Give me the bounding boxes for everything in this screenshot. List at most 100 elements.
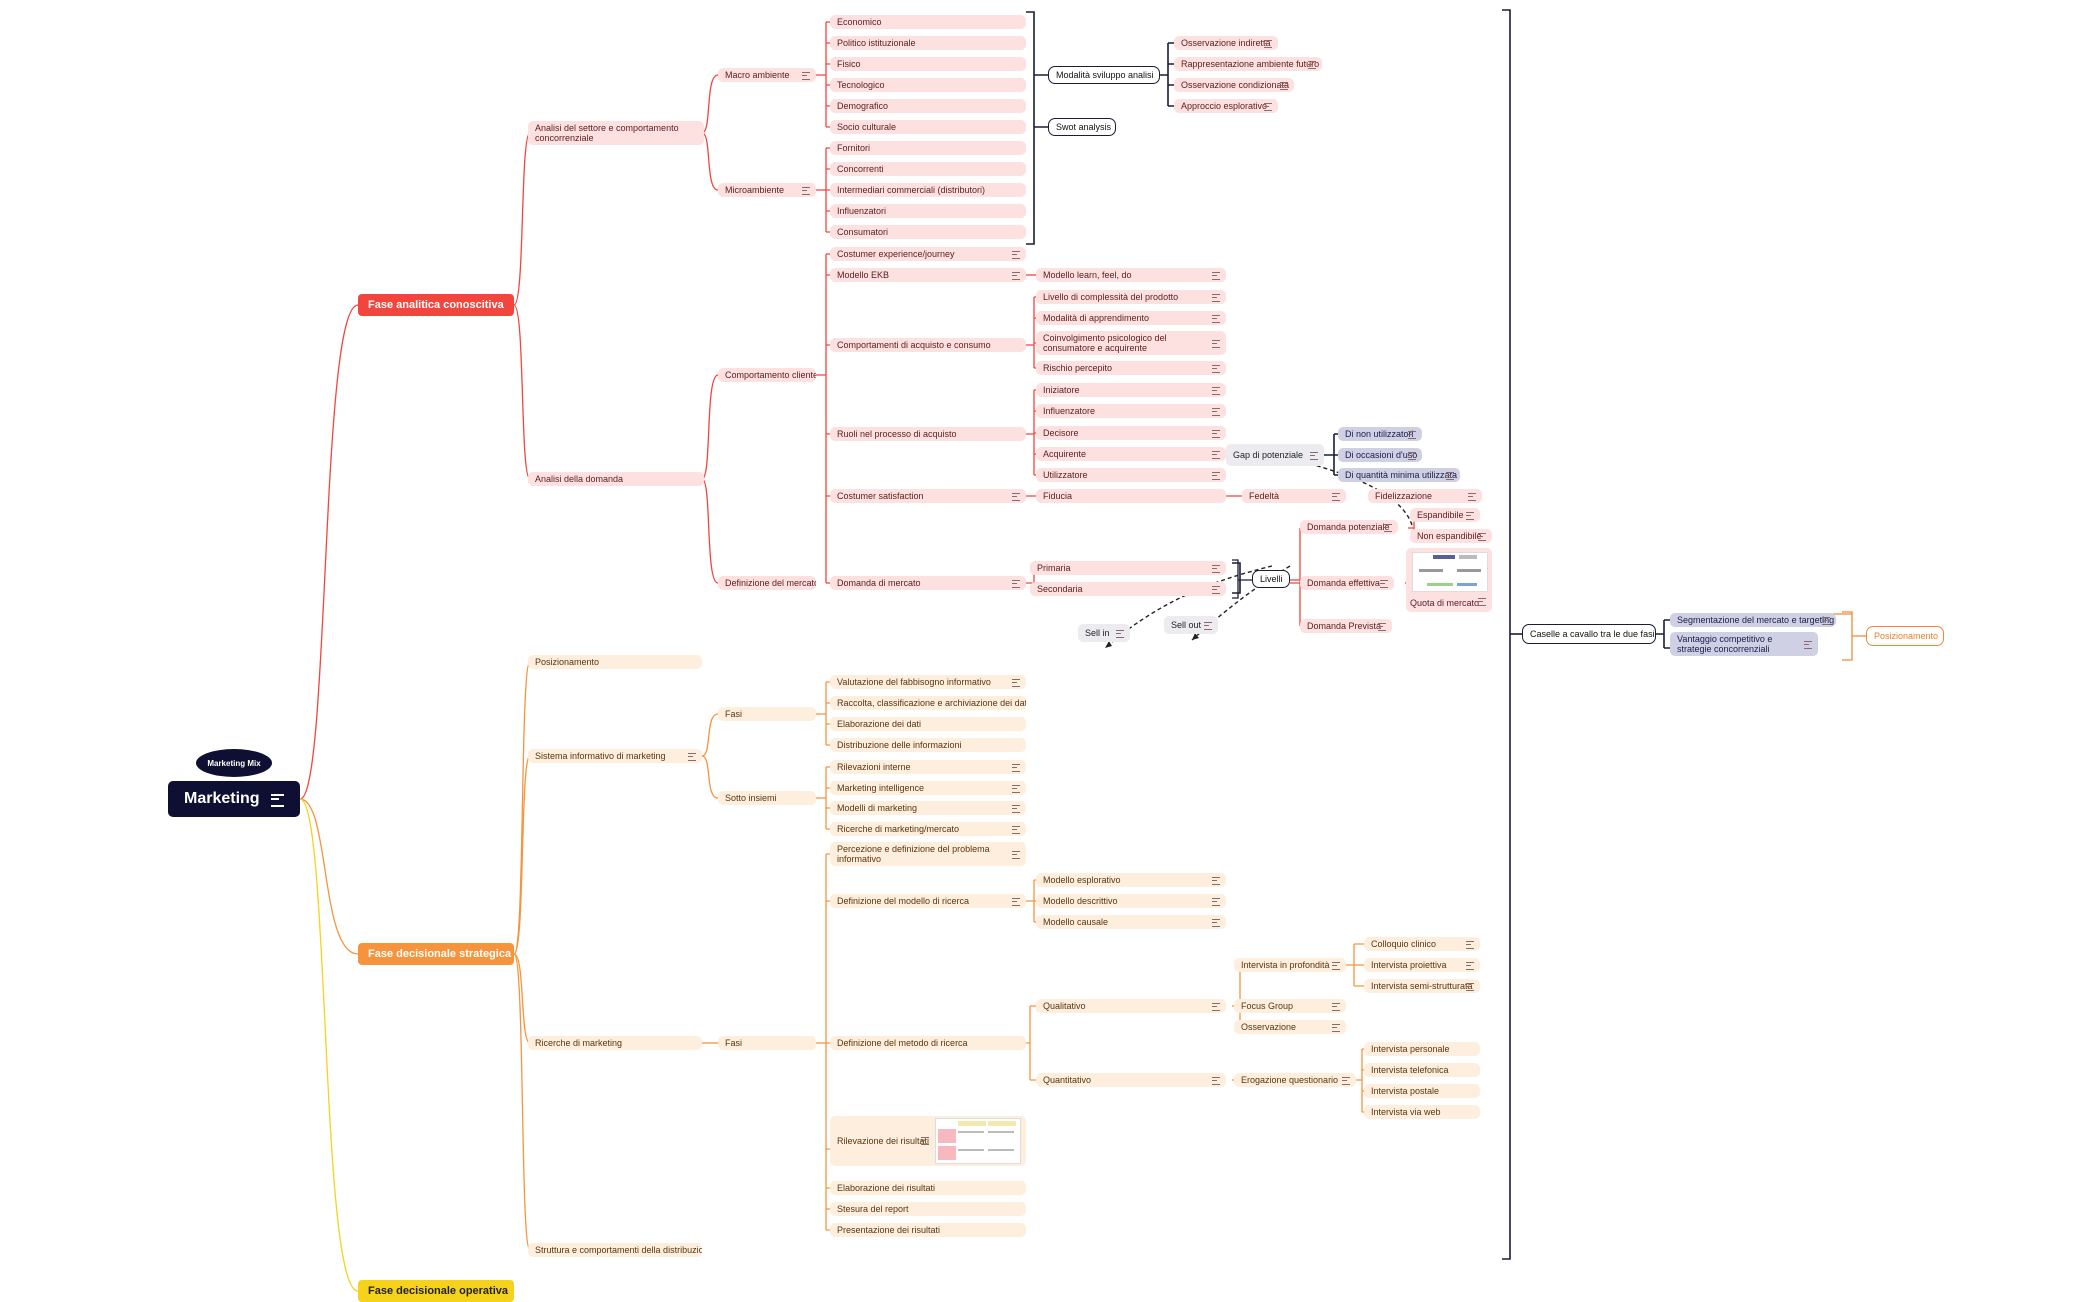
ruoli-item[interactable]: Utilizzatore [1036, 468, 1226, 482]
node-rilevazione-risultati[interactable]: Rilevazione dei risultati [830, 1116, 1026, 1166]
node-sistema-informativo[interactable]: Sistema informativo di marketing [528, 749, 702, 763]
profondita-item[interactable]: Intervista semi-strutturata [1364, 979, 1480, 993]
node-domanda-potenziale[interactable]: Domanda potenziale [1300, 520, 1398, 534]
ruoli-item[interactable]: Acquirente [1036, 447, 1226, 461]
node-analisi-domanda[interactable]: Analisi della domanda [528, 472, 704, 486]
node-domanda-effettiva[interactable]: Domanda effettiva [1300, 576, 1394, 590]
modalita-item[interactable]: Osservazione condizionata [1174, 78, 1294, 92]
node-ricerche-marketing[interactable]: Ricerche di marketing [528, 1036, 702, 1050]
micro-item[interactable]: Concorrenti [830, 162, 1026, 176]
node-fedelta[interactable]: Fedeltà [1242, 489, 1346, 503]
node-microambiente[interactable]: Microambiente [718, 183, 816, 197]
macro-item[interactable]: Economico [830, 15, 1026, 29]
modello-item[interactable]: Modello esplorativo [1036, 873, 1226, 887]
node-fiducia[interactable]: Fiducia [1036, 489, 1226, 503]
node-analisi-settore[interactable]: Analisi del settore e comportamento conc… [528, 121, 704, 145]
node-intervista-profondita[interactable]: Intervista in profondità [1234, 958, 1346, 972]
node-domanda-mercato[interactable]: Domanda di mercato [830, 576, 1026, 590]
node-posizionamento-right[interactable]: Posizionamento [1866, 626, 1944, 646]
acquisto-item[interactable]: Livello di complessità del prodotto [1036, 290, 1226, 304]
caselle-item[interactable]: Vantaggio competitivo e strategie concor… [1670, 632, 1818, 656]
micro-item[interactable]: Fornitori [830, 141, 1026, 155]
gap-item[interactable]: Di non utilizzatori [1338, 427, 1422, 441]
gap-item[interactable]: Di quantità minima utilizzata [1338, 468, 1460, 482]
erogazione-item[interactable]: Intervista telefonica [1364, 1063, 1480, 1077]
node-swot-analysis[interactable]: Swot analysis [1048, 118, 1116, 136]
marketing-mix-callout[interactable]: Marketing Mix [196, 749, 272, 777]
modalita-item[interactable]: Approccio esplorativo [1174, 99, 1278, 113]
node-quota-mercato[interactable]: Quota di mercato [1406, 548, 1492, 612]
sotto-item[interactable]: Modelli di marketing [830, 801, 1026, 815]
acquisto-item[interactable]: Coinvolgimento psicologico del consumato… [1036, 331, 1226, 355]
post-item[interactable]: Presentazione dei risultati [830, 1223, 1026, 1237]
node-non-espandibile[interactable]: Non espandibile [1410, 529, 1492, 543]
micro-item[interactable]: Consumatori [830, 225, 1026, 239]
node-fasi[interactable]: Fasi [718, 707, 816, 721]
phase-analitica[interactable]: Fase analitica conoscitiva [358, 294, 514, 316]
ruoli-item[interactable]: Iniziatore [1036, 383, 1226, 397]
node-focus-group[interactable]: Focus Group [1234, 999, 1346, 1013]
macro-item[interactable]: Socio culturale [830, 120, 1026, 134]
node-sotto-insiemi[interactable]: Sotto insiemi [718, 791, 816, 805]
node-qualitativo[interactable]: Qualitativo [1036, 999, 1226, 1013]
node-learn-feel-do[interactable]: Modello learn, feel, do [1036, 268, 1226, 282]
modalita-item[interactable]: Osservazione indiretta [1174, 36, 1278, 50]
node-definizione-modello[interactable]: Definizione del modello di ricerca [830, 894, 1026, 908]
modello-item[interactable]: Modello descrittivo [1036, 894, 1226, 908]
micro-item[interactable]: Influenzatori [830, 204, 1026, 218]
node-modello-ekb[interactable]: Modello EKB [830, 268, 1026, 282]
phase-strategica[interactable]: Fase decisionale strategica [358, 943, 514, 965]
macro-item[interactable]: Demografico [830, 99, 1026, 113]
node-primaria[interactable]: Primaria [1030, 561, 1226, 575]
node-costumer-experience[interactable]: Costumer experience/journey [830, 247, 1026, 261]
fasi-item[interactable]: Distribuzione delle informazioni [830, 738, 1026, 752]
node-gap-potenziale[interactable]: Gap di potenziale [1226, 444, 1324, 466]
sotto-item[interactable]: Rilevazioni interne [830, 760, 1026, 774]
node-definizione-metodo[interactable]: Definizione del metodo di ricerca [830, 1036, 1026, 1050]
node-definizione-mercato[interactable]: Definizione del mercato [718, 576, 816, 590]
node-domanda-prevista[interactable]: Domanda Prevista [1300, 619, 1392, 633]
macro-item[interactable]: Politico istituzionale [830, 36, 1026, 50]
sotto-item[interactable]: Ricerche di marketing/mercato [830, 822, 1026, 836]
node-modalita-sviluppo[interactable]: Modalità sviluppo analisi [1048, 66, 1160, 84]
fasi-item[interactable]: Elaborazione dei dati [830, 717, 1026, 731]
caselle-item[interactable]: Segmentazione del mercato e targeting [1670, 613, 1836, 627]
ruoli-item[interactable]: Decisore [1036, 426, 1226, 440]
node-comportamento-cliente[interactable]: Comportamento cliente [718, 368, 816, 382]
fasi-item[interactable]: Raccolta, classificazione e archiviazion… [830, 696, 1026, 710]
node-quantitativo[interactable]: Quantitativo [1036, 1073, 1226, 1087]
post-item[interactable]: Stesura del report [830, 1202, 1026, 1216]
node-ruoli-acquisto[interactable]: Ruoli nel processo di acquisto [830, 427, 1026, 441]
node-macro-ambiente[interactable]: Macro ambiente [718, 68, 816, 82]
node-sell-out[interactable]: Sell out [1164, 616, 1218, 634]
node-caselle-cavallo[interactable]: Caselle a cavallo tra le due fasi [1522, 624, 1656, 644]
node-osservazione[interactable]: Osservazione [1234, 1020, 1346, 1034]
fasi-item[interactable]: Valutazione del fabbisogno informativo [830, 675, 1026, 689]
erogazione-item[interactable]: Intervista personale [1364, 1042, 1480, 1056]
profondita-item[interactable]: Intervista proiettiva [1364, 958, 1480, 972]
profondita-item[interactable]: Colloquio clinico [1364, 937, 1480, 951]
sotto-item[interactable]: Marketing intelligence [830, 781, 1026, 795]
ruoli-item[interactable]: Influenzatore [1036, 404, 1226, 418]
macro-item[interactable]: Fisico [830, 57, 1026, 71]
node-ricerche-fasi[interactable]: Fasi [718, 1036, 816, 1050]
node-livelli[interactable]: Livelli [1252, 570, 1290, 588]
node-percezione[interactable]: Percezione e definizione del problema in… [830, 842, 1026, 866]
macro-item[interactable]: Tecnologico [830, 78, 1026, 92]
modalita-item[interactable]: Rappresentazione ambiente futuro [1174, 57, 1322, 71]
post-item[interactable]: Elaborazione dei risultati [830, 1181, 1026, 1195]
acquisto-item[interactable]: Rischio percepito [1036, 361, 1226, 375]
node-espandibile[interactable]: Espandibile [1410, 508, 1480, 522]
node-sell-in[interactable]: Sell in [1078, 624, 1130, 642]
phase-operativa[interactable]: Fase decisionale operativa [358, 1280, 514, 1302]
modello-item[interactable]: Modello causale [1036, 915, 1226, 929]
micro-item[interactable]: Intermediari commerciali (distributori) [830, 183, 1026, 197]
acquisto-item[interactable]: Modalità di apprendimento [1036, 311, 1226, 325]
node-struttura-distribuzione[interactable]: Struttura e comportamenti della distribu… [528, 1243, 702, 1257]
erogazione-item[interactable]: Intervista via web [1364, 1105, 1480, 1119]
root-node-marketing[interactable]: Marketing [168, 781, 300, 817]
node-secondaria[interactable]: Secondaria [1030, 582, 1226, 596]
gap-item[interactable]: Di occasioni d'uso [1338, 448, 1422, 462]
node-fidelizzazione[interactable]: Fidelizzazione [1368, 489, 1482, 503]
node-erogazione-questionario[interactable]: Erogazione questionario [1234, 1073, 1356, 1087]
